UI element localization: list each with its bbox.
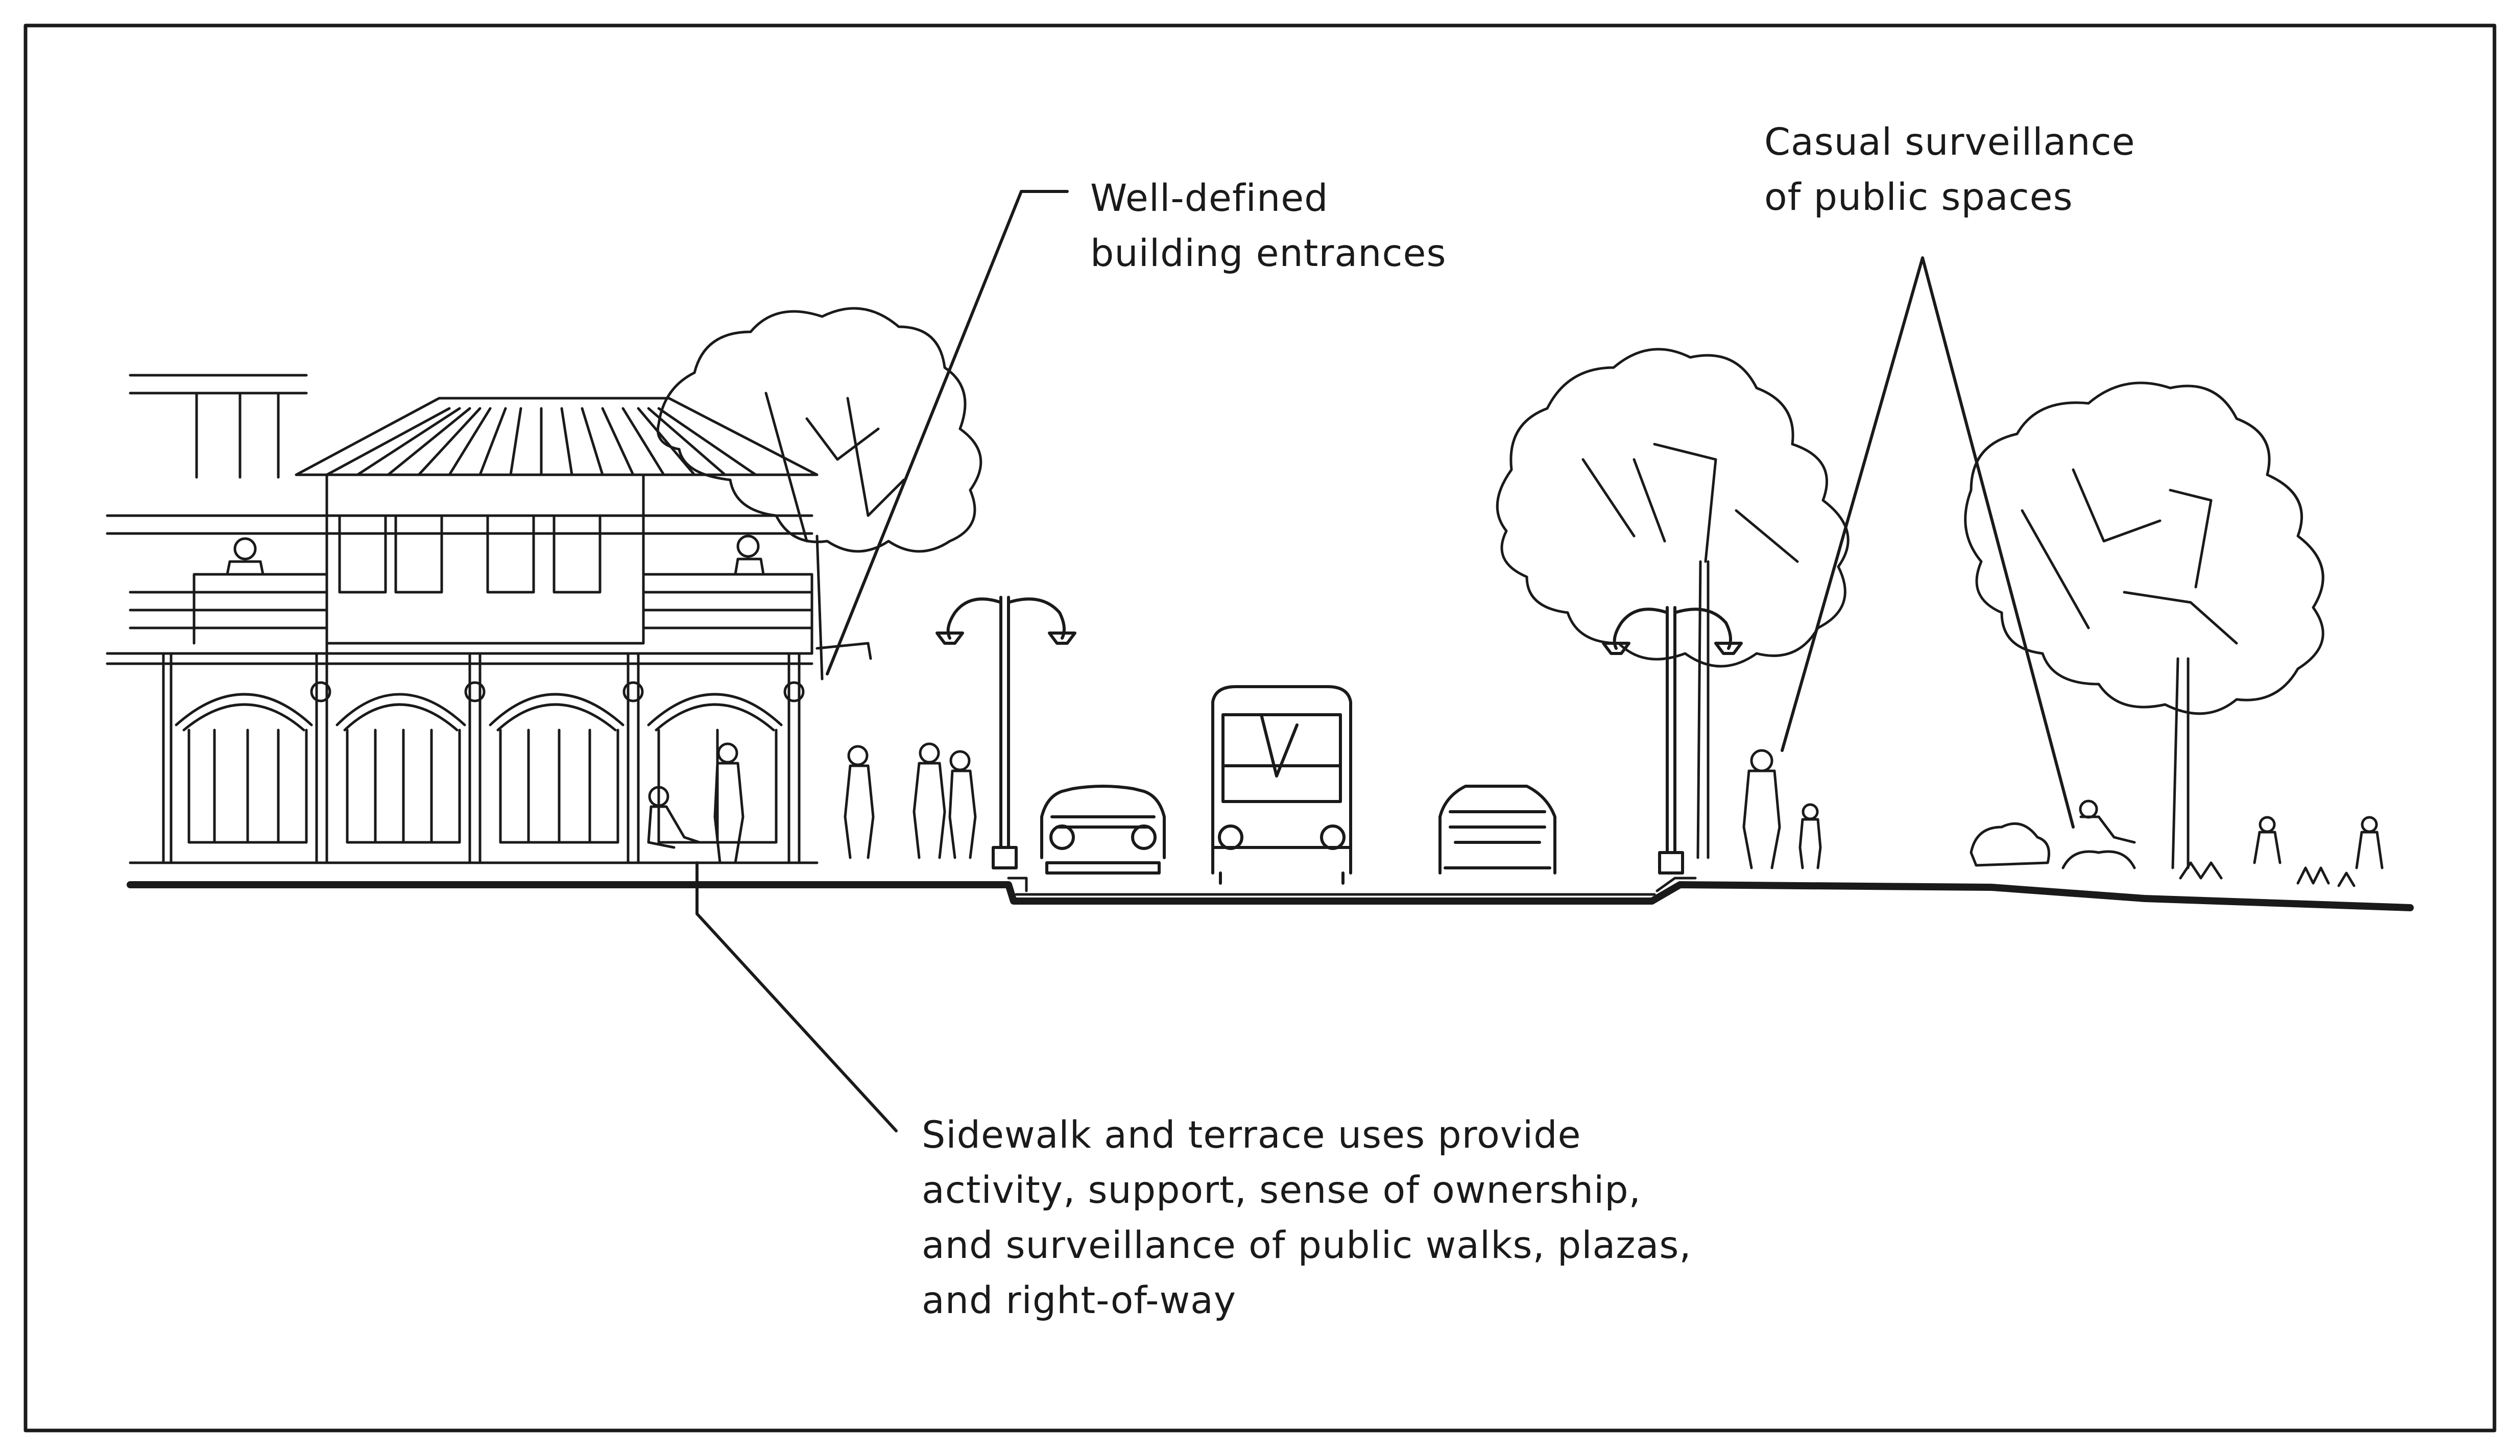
callout-entrances: Well-defined building entrances (1090, 171, 1447, 281)
callout-sidewalk-line-3: and surveillance of public walks, plazas… (922, 1224, 1692, 1267)
car-icon (1040, 785, 1166, 875)
callout-sidewalk-line-4: and right-of-way (922, 1279, 1237, 1322)
leader-line-entrances (826, 190, 1069, 675)
callout-surveillance: Casual surveillance of public spaces (1764, 115, 2135, 225)
terrace-people-icon (226, 535, 765, 576)
street-lamp-icon (1602, 606, 1743, 875)
callout-sidewalk: Sidewalk and terrace uses provide activi… (922, 1108, 1692, 1328)
ground-line (127, 881, 2414, 911)
callout-sidewalk-line-2: activity, support, sense of ownership, (922, 1169, 1641, 1212)
callout-entrances-line-2: building entrances (1090, 232, 1447, 275)
car-icon (1438, 785, 1556, 875)
callout-sidewalk-line-1: Sidewalk and terrace uses provide (922, 1113, 1581, 1157)
tree-icon (656, 307, 982, 681)
callout-entrances-line-1: Well-defined (1090, 177, 1329, 220)
street-lamp-icon (935, 596, 1076, 869)
curb-lines (1007, 877, 1697, 896)
tree-icon (1964, 381, 2324, 869)
callout-surveillance-line-2: of public spaces (1764, 176, 2073, 219)
bus-icon (1211, 685, 1352, 885)
pedestrian-icon (647, 742, 2384, 869)
building-icon (106, 374, 872, 864)
tree-icon (1496, 348, 1850, 859)
frame-border (23, 23, 2497, 1433)
shrub-icon (1970, 799, 2356, 887)
callout-surveillance-line-1: Casual surveillance (1764, 120, 2135, 164)
leader-line-sidewalk (695, 861, 898, 1132)
leader-line-surveillance (1781, 256, 2075, 829)
